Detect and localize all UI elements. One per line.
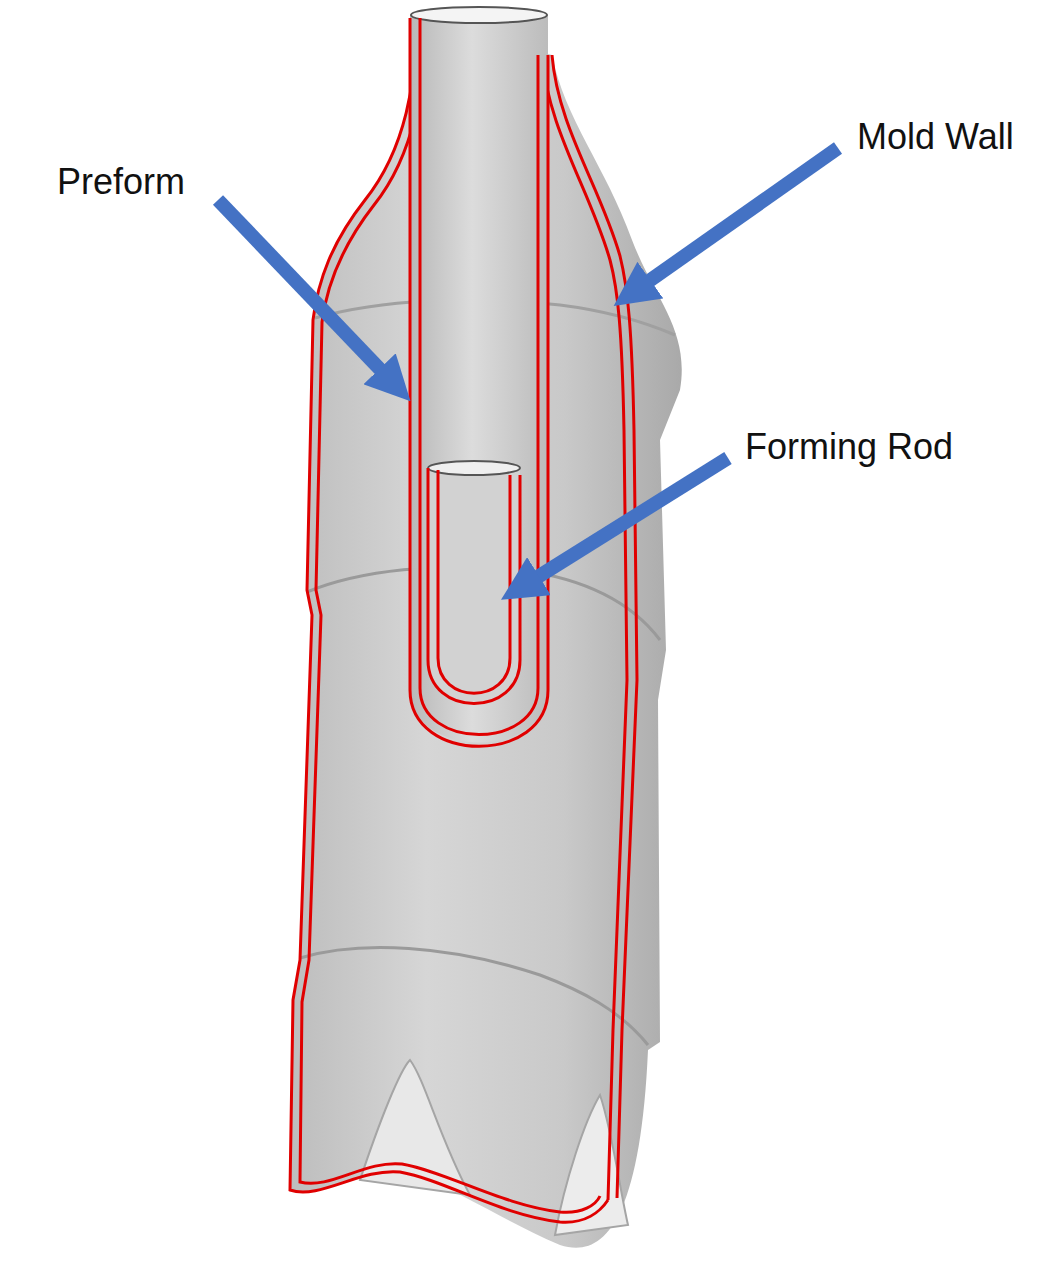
mold-body	[290, 15, 682, 1248]
mold-wall-section	[300, 15, 600, 1212]
part-label: Preform	[57, 160, 185, 203]
forming-rod-section	[428, 468, 520, 704]
preform-section	[420, 18, 538, 735]
preform-tube	[410, 15, 548, 743]
preform-opening	[411, 7, 547, 23]
mold-ridge	[300, 948, 648, 1045]
forming-rod	[428, 468, 520, 701]
preform-section	[410, 18, 548, 746]
part-label: Mold Wall	[857, 115, 1014, 158]
forming-rod-section	[438, 470, 510, 693]
forming-rod-end	[428, 461, 520, 475]
callout-arrow	[218, 200, 395, 385]
mold-wall-section	[552, 55, 637, 1198]
mold-wall-section	[542, 55, 627, 1200]
part-label: Forming Rod	[745, 425, 953, 468]
callout-arrow	[632, 148, 838, 293]
callout-arrow	[520, 458, 728, 588]
mold-wall-section	[290, 15, 608, 1222]
